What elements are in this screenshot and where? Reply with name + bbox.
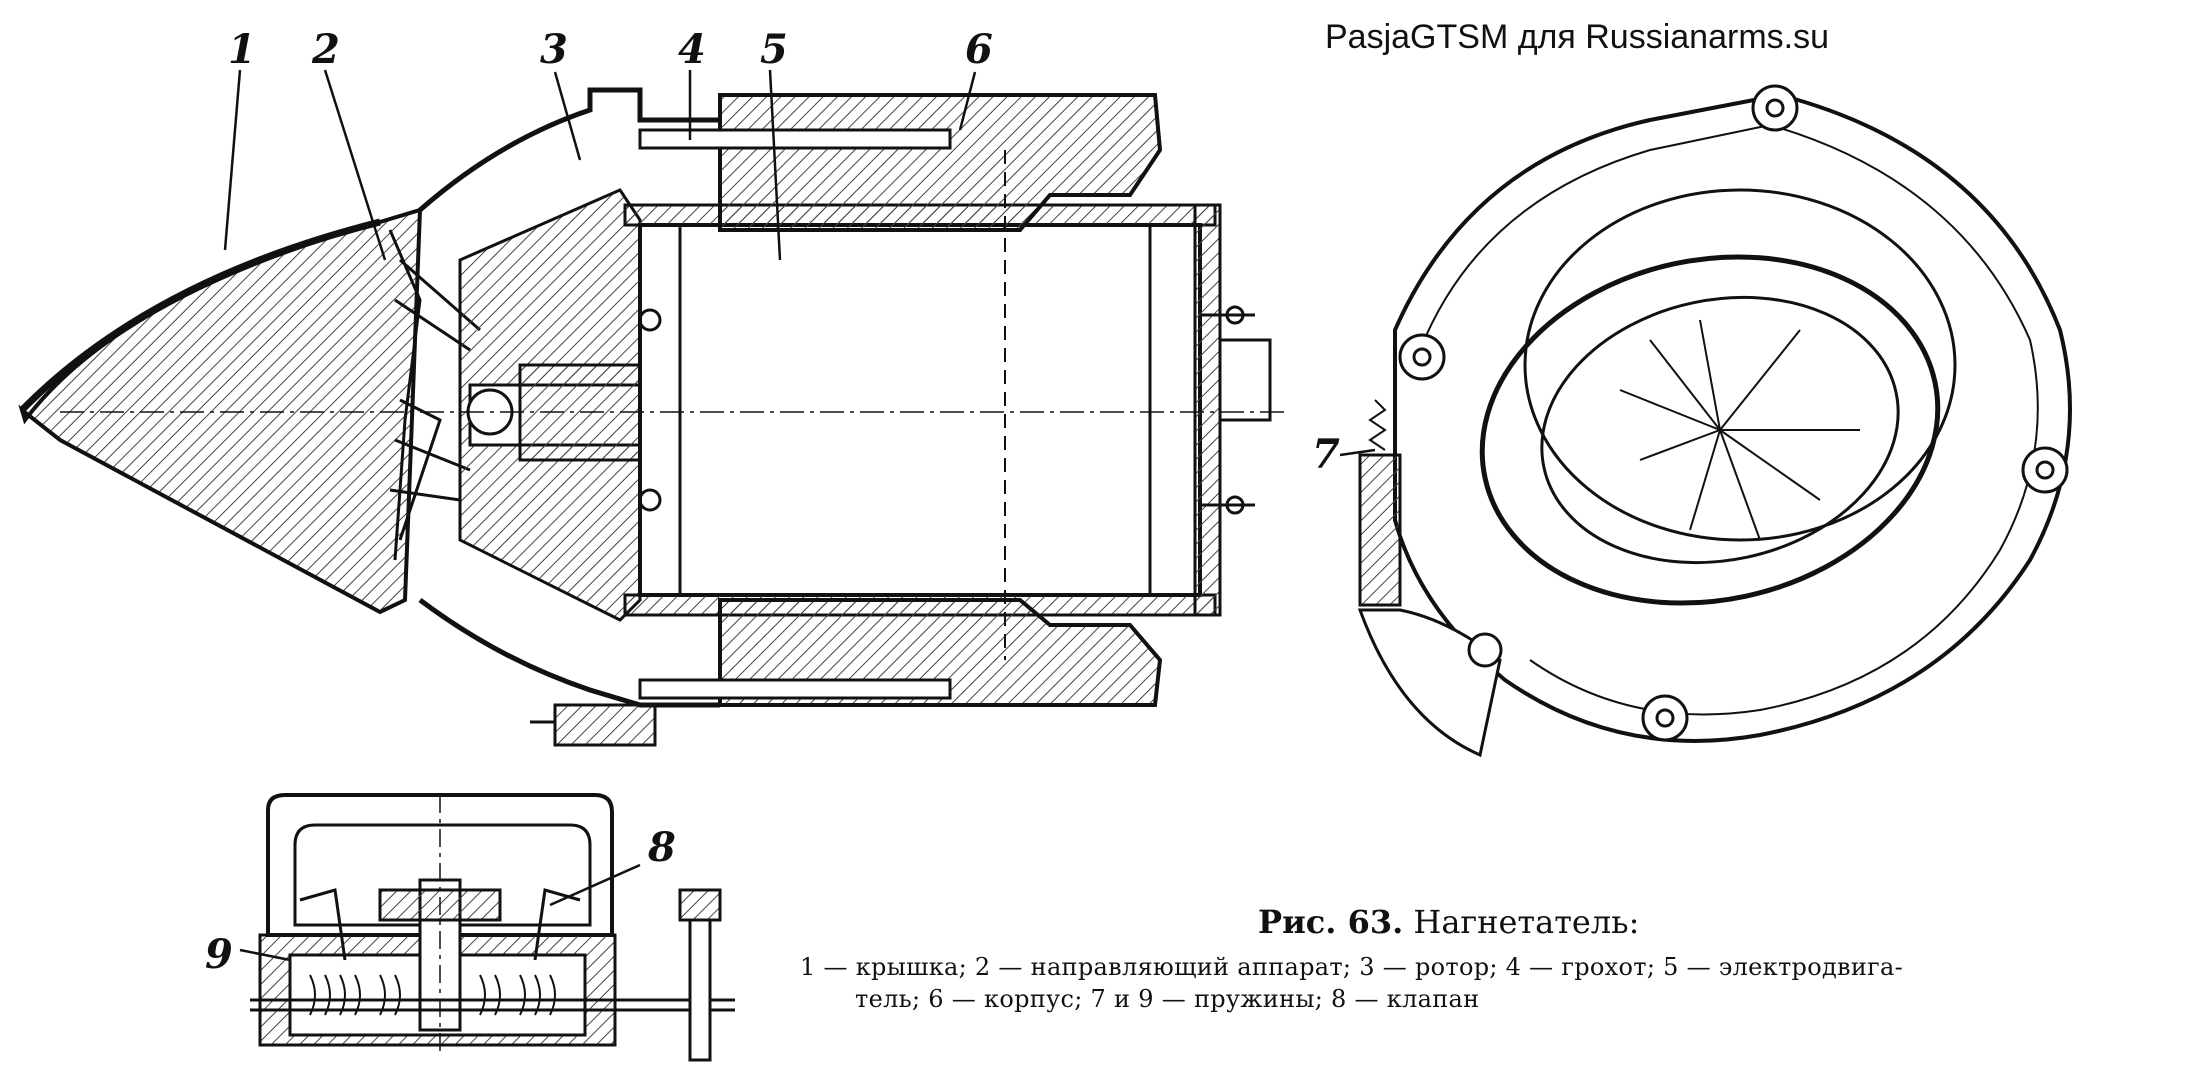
mount-hole-top — [1751, 84, 1799, 132]
figure-title: Нагнетатель: — [1413, 903, 1640, 941]
callout-7: 7 — [1312, 431, 1340, 478]
rotor-shell-part-3 — [418, 87, 720, 212]
callout-6: 6 — [965, 26, 993, 73]
cover-part-1 — [18, 207, 423, 615]
caption-line-2: тель; 6 — корпус; 7 и 9 — пружины; 8 — к… — [855, 985, 1480, 1013]
volute-housing — [1393, 92, 2072, 743]
callout-8: 8 — [648, 824, 676, 871]
main-section-view — [18, 87, 1290, 747]
callout-3: 3 — [540, 26, 568, 73]
callout-2: 2 — [312, 26, 340, 73]
valve-plate-part-8 — [293, 823, 592, 927]
screen-part-4 — [638, 128, 952, 150]
impeller-blades — [1619, 319, 1860, 541]
impeller-opening — [1523, 188, 1957, 542]
mount-hole-left — [1398, 333, 1446, 381]
watermark: PasjaGTSM для Russianarms.su — [1325, 18, 1829, 56]
isometric-view — [1357, 84, 2072, 758]
figure-label: Рис. 63. — [1258, 903, 1404, 941]
callout-1: 1 — [228, 26, 256, 73]
callout-4: 4 — [678, 26, 706, 73]
valve-detail-view — [250, 793, 735, 1062]
electric-motor-part-5 — [638, 223, 1202, 597]
guide-vanes-part-2 — [388, 229, 481, 561]
callout-5: 5 — [760, 26, 788, 73]
spring-part-9 — [309, 974, 556, 1016]
figure-caption-title: Рис. 63. Нагнетатель: — [1258, 903, 1639, 941]
spring-part-7 — [1368, 399, 1387, 451]
caption-line-1: 1 — крышка; 2 — направляющий аппарат; 3 … — [800, 953, 1904, 981]
mount-hole-bottom — [1641, 694, 1689, 742]
callout-9: 9 — [205, 931, 233, 978]
leader-lines — [223, 69, 1376, 962]
mount-hole-right — [2021, 446, 2069, 494]
